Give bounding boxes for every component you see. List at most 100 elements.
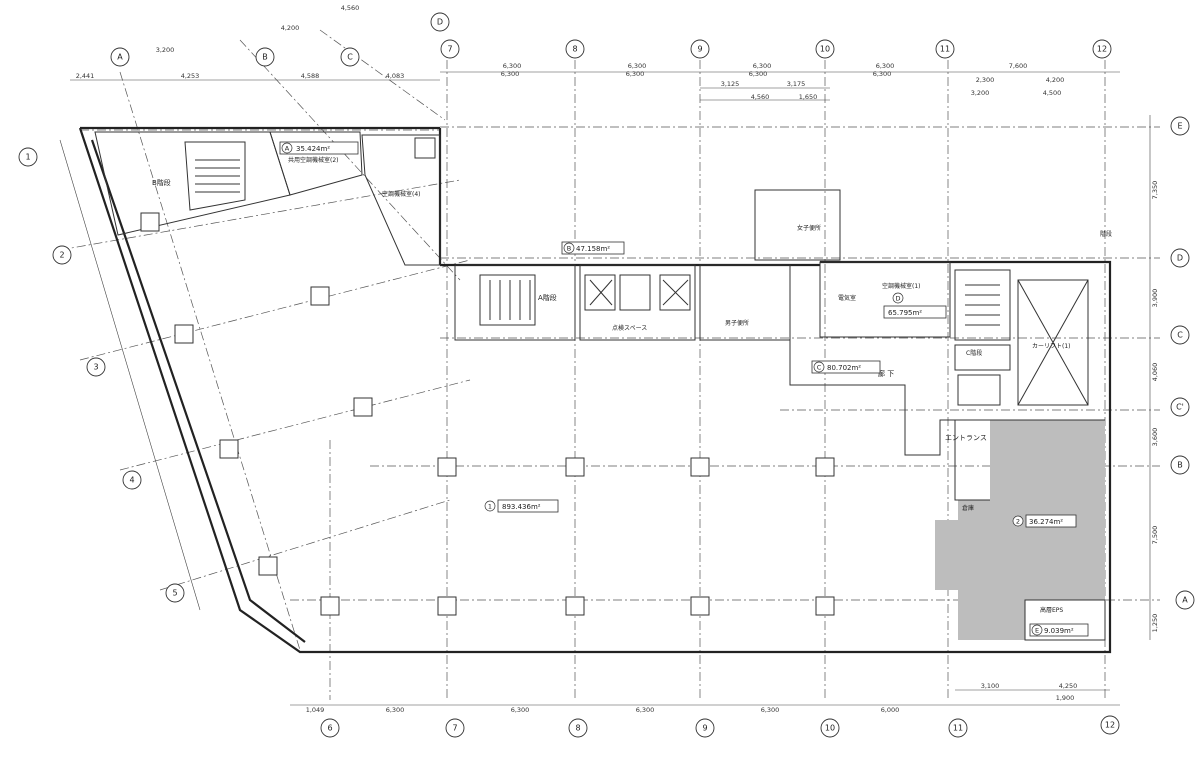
area-tag-e: E 9.039m²	[1029, 623, 1089, 637]
area-tag-b: B 47.158m²	[561, 241, 625, 255]
dimension-labels-right: 7,350 3,900 4,060 3,600 7,500 1,250	[1151, 181, 1159, 633]
internal-walls	[94, 131, 1106, 641]
dim-label-0: 4,560	[341, 4, 360, 12]
room-c-stair: C階段	[966, 349, 982, 357]
dim-label-0: 1,049	[306, 706, 325, 714]
dim-label-4: 7,500	[1151, 526, 1159, 545]
grid-bubble-left-4: 5	[165, 583, 185, 603]
svg-text:6: 6	[327, 724, 332, 733]
dim-label-2: 4,060	[1151, 363, 1159, 382]
svg-text:9: 9	[702, 724, 707, 733]
room-a-stair: A階段	[538, 293, 557, 302]
svg-text:3: 3	[93, 363, 98, 372]
room-b-stair: B階段	[152, 178, 171, 187]
dim-label-4: 6,300	[628, 62, 647, 70]
svg-text:D: D	[437, 18, 443, 27]
grid-bubble-top-7: 10	[815, 39, 835, 59]
area-tag-d: D 65.795m²	[883, 292, 947, 319]
dim-label-6: 3,100	[981, 682, 1000, 690]
dim-label-5: 6,300	[753, 62, 772, 70]
dim-label-0: 2,441	[76, 72, 95, 80]
room-entrance: エントランス	[945, 434, 987, 442]
svg-text:10: 10	[820, 45, 830, 54]
room-labels: B階段 A階段 共用空調機械室(2) 空調機械室(4) 女子便所 男子便所 点検…	[152, 156, 1112, 614]
room-shared-a: 共用空調機械室(2)	[288, 156, 339, 164]
dim-label-3: 6,300	[636, 706, 655, 714]
svg-text:D: D	[1177, 254, 1183, 263]
svg-text:4: 4	[129, 476, 134, 485]
grid-bubble-right-2: C	[1170, 325, 1190, 345]
grid-bubble-right-0: E	[1170, 116, 1190, 136]
grid-bubble-bottom-1: 7	[445, 718, 465, 738]
area-tag-2: 2 36.274m²	[1012, 514, 1077, 528]
svg-text:A: A	[1182, 596, 1188, 605]
grid-bubbles-bottom: 6 7 8 9 10 11 12	[320, 715, 1120, 738]
svg-text:11: 11	[953, 724, 963, 733]
grid-bubble-left-3: 4	[122, 470, 142, 490]
area-b-value: 47.158m²	[576, 245, 610, 253]
svg-text:10: 10	[825, 724, 835, 733]
svg-text:C': C'	[1176, 403, 1184, 412]
dim-label-2: 4,588	[301, 72, 320, 80]
room-female-wc: 女子便所	[797, 224, 821, 232]
dim-label-7: 7,600	[1009, 62, 1028, 70]
svg-text:A: A	[117, 53, 123, 62]
svg-text:8: 8	[575, 724, 580, 733]
dim-label-6: 6,300	[876, 62, 895, 70]
hatched-zone	[935, 420, 1105, 640]
dim-label-1: 4,253	[181, 72, 200, 80]
grid-bubble-bottom-2: 8	[568, 718, 588, 738]
dim-label-1: 3,900	[1151, 289, 1159, 308]
dim-label-3: 4,083	[386, 72, 405, 80]
svg-text:D: D	[895, 295, 900, 303]
svg-text:C: C	[817, 364, 822, 372]
grid-bubble-right-4: B	[1170, 455, 1190, 475]
svg-text:11: 11	[940, 45, 950, 54]
area-c-value: 80.702m²	[827, 364, 861, 372]
dim-label-5: 6,000	[881, 706, 900, 714]
grid-bubble-bottom-3: 9	[695, 718, 715, 738]
dim-label-2: 4,200	[281, 24, 300, 32]
dim-label-2: 4,560	[751, 93, 770, 101]
svg-text:1: 1	[488, 503, 492, 511]
dim-label-3: 3,600	[1151, 428, 1159, 447]
dim-label-7: 4,250	[1059, 682, 1078, 690]
svg-text:7: 7	[452, 724, 457, 733]
grid-bubble-right-1: D	[1170, 248, 1190, 268]
dim-label-2: 6,300	[511, 706, 530, 714]
room-store: 倉庫	[962, 504, 974, 512]
dim-label-5: 1,250	[1151, 614, 1159, 633]
svg-text:B: B	[1177, 461, 1183, 470]
dim-label-3: 6,300	[503, 62, 522, 70]
grid-lines	[59, 29, 1160, 700]
dim-label-6: 6,300	[749, 70, 768, 78]
svg-text:12: 12	[1105, 721, 1115, 730]
grid-bubble-bottom-4: 10	[820, 718, 840, 738]
dim-label-9: 4,500	[1043, 89, 1062, 97]
guide-stair: 階段	[1100, 230, 1112, 238]
grid-bubble-right-5: A	[1175, 590, 1195, 610]
dim-label-0: 7,350	[1151, 181, 1159, 200]
area-tag-1: 1 893.436m²	[484, 499, 559, 513]
svg-text:E: E	[1177, 122, 1182, 131]
grid-bubble-top-3: D	[430, 12, 450, 32]
dim-label-8: 3,200	[971, 89, 990, 97]
grid-bubble-left-2: 3	[86, 357, 106, 377]
room-ps: 高層EPS	[1040, 606, 1063, 614]
dim-label-4: 6,300	[761, 706, 780, 714]
svg-text:12: 12	[1097, 45, 1107, 54]
room-maintenance: 点検スペース	[612, 324, 647, 332]
room-car-lift: カーリフト(1)	[1032, 343, 1071, 350]
room-electric: 電気室	[838, 294, 856, 302]
grid-bubble-bottom-0: 6	[320, 718, 340, 738]
grid-bubble-top-9: 12	[1092, 39, 1112, 59]
grid-bubble-top-6: 9	[690, 39, 710, 59]
grid-bubble-top-8: 11	[935, 39, 955, 59]
svg-text:E: E	[1035, 627, 1039, 635]
area-tag-a: A 35.424m²	[279, 141, 359, 155]
